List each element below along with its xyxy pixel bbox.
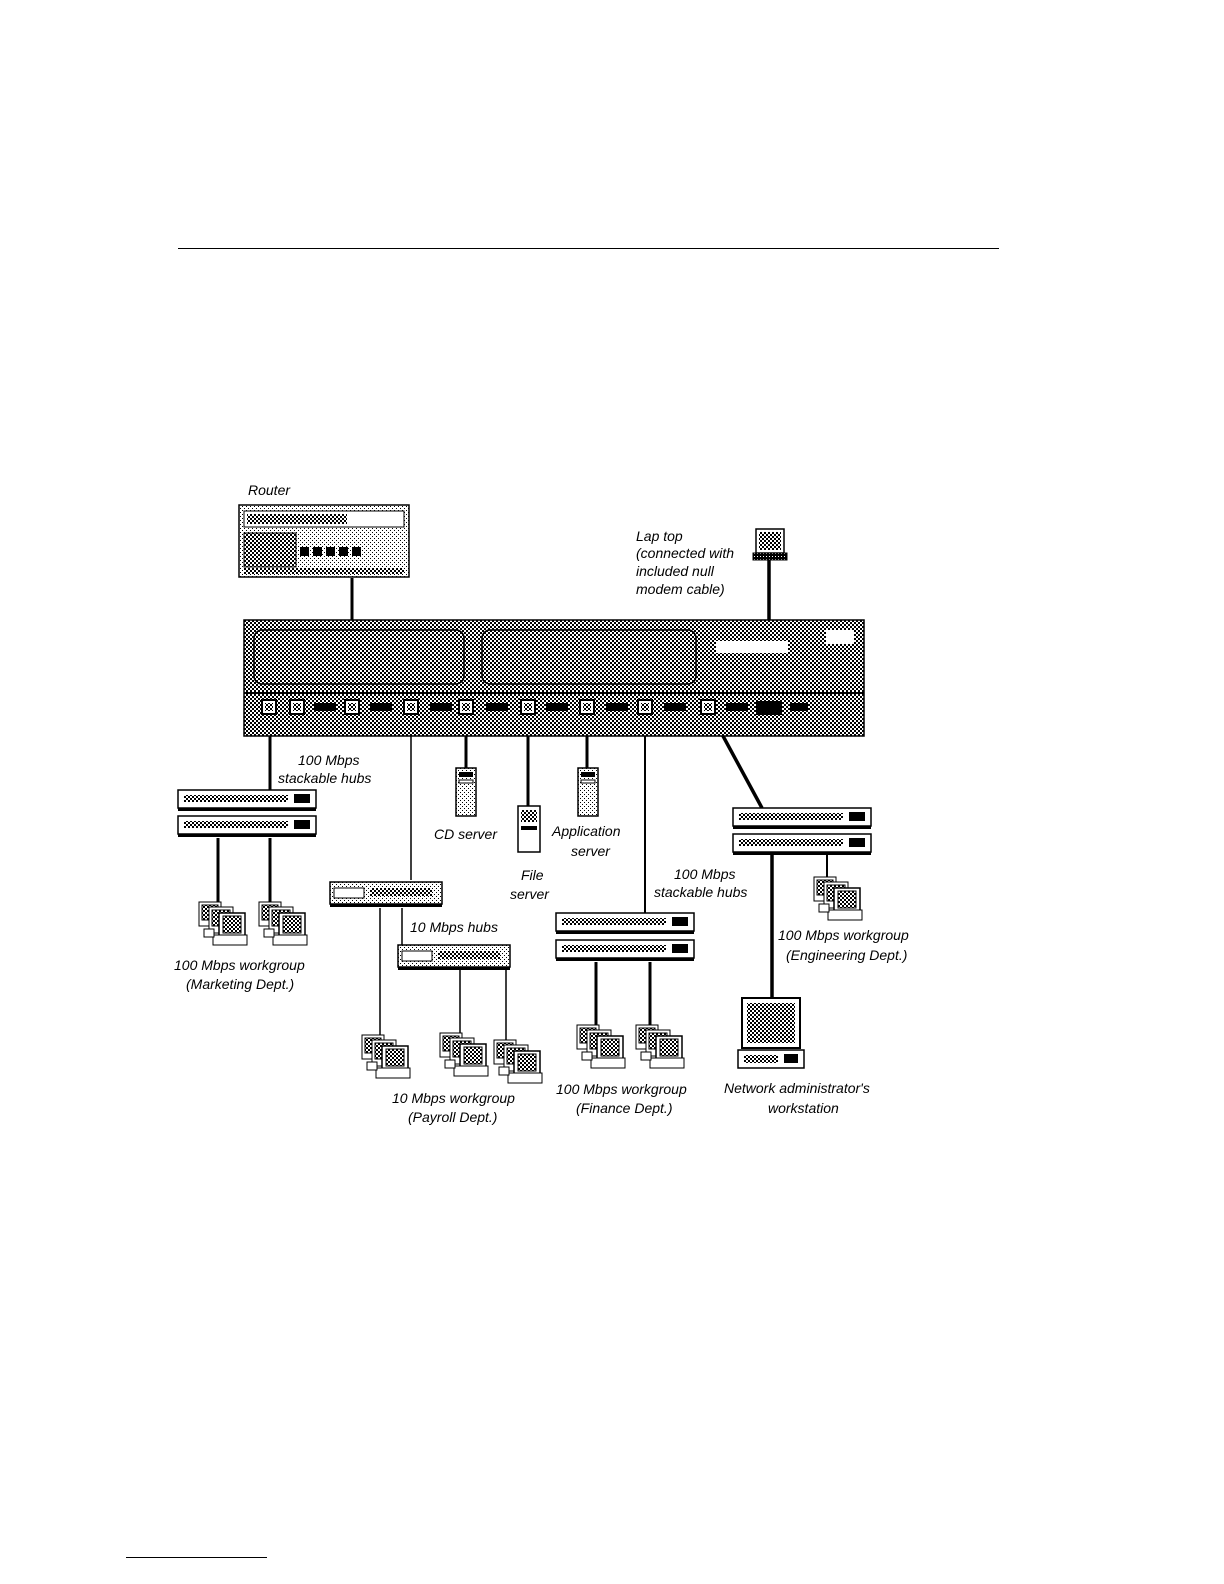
payroll-workstations-b — [439, 1032, 489, 1077]
laptop-label-line-3: included null — [636, 563, 715, 579]
finance-workstations-b — [635, 1024, 685, 1069]
laptop-label-line-2: (connected with — [636, 545, 734, 561]
file-server-device — [517, 805, 541, 853]
laptop-label-line-1: Lap top — [636, 528, 683, 544]
marketing-hubs-label-line-1: 100 Mbps — [298, 752, 359, 768]
admin-label-line-1: Network administrator's — [724, 1080, 870, 1096]
ten-mbps-hub-lower — [397, 944, 511, 971]
marketing-hubs-label-line-2: stackable hubs — [278, 770, 371, 786]
marketing-workgroup-label-line-1: 100 Mbps workgroup — [174, 957, 305, 973]
laptop-device — [752, 528, 788, 561]
payroll-workstations-c — [493, 1039, 543, 1084]
payroll-workgroup-label-line-2: (Payroll Dept.) — [408, 1109, 497, 1125]
cd-server-label: CD server — [434, 826, 498, 842]
finance-hubs-label-line-2: stackable hubs — [654, 884, 747, 900]
payroll-workstations-a — [361, 1034, 411, 1079]
finance-hubs-label-line-1: 100 Mbps — [674, 866, 735, 882]
payroll-workgroup-label-line-1: 10 Mbps workgroup — [392, 1090, 515, 1106]
application-server-device — [577, 767, 599, 817]
app-server-label-line-1: Application — [551, 823, 621, 839]
finance-workgroup-label-line-2: (Finance Dept.) — [576, 1100, 672, 1116]
finance-workgroup-label-line-1: 100 Mbps workgroup — [556, 1081, 687, 1097]
marketing-workgroup-label-line-2: (Marketing Dept.) — [186, 976, 294, 992]
admin-label-line-2: workstation — [768, 1100, 839, 1116]
marketing-workstations-b — [258, 901, 308, 946]
header-rule — [178, 248, 999, 249]
admin-workstation-device — [737, 997, 805, 1069]
engineering-workgroup-label-line-1: 100 Mbps workgroup — [778, 927, 909, 943]
engineering-workstations — [813, 876, 863, 921]
diagram-labels: Router Lap top (connected with included … — [174, 482, 909, 1125]
app-server-label-line-2: server — [571, 843, 611, 859]
footer-rule — [126, 1557, 267, 1558]
router-device — [238, 504, 410, 578]
router-label: Router — [248, 482, 291, 498]
main-switch — [243, 619, 865, 737]
engineering-workgroup-label-line-2: (Engineering Dept.) — [786, 947, 907, 963]
marketing-stackable-hubs — [177, 789, 317, 838]
marketing-workstations-a — [198, 901, 248, 946]
ten-mbps-hub-upper — [329, 881, 443, 908]
laptop-label-line-4: modem cable) — [636, 581, 725, 597]
file-server-label-line-1: File — [521, 867, 544, 883]
file-server-label-line-2: server — [510, 886, 550, 902]
cd-server-device — [455, 767, 477, 817]
finance-stackable-hubs — [555, 912, 695, 962]
engineering-stackable-hubs — [732, 807, 872, 856]
ten-mbps-hubs-label: 10 Mbps hubs — [410, 919, 498, 935]
finance-workstations-a — [576, 1024, 626, 1069]
